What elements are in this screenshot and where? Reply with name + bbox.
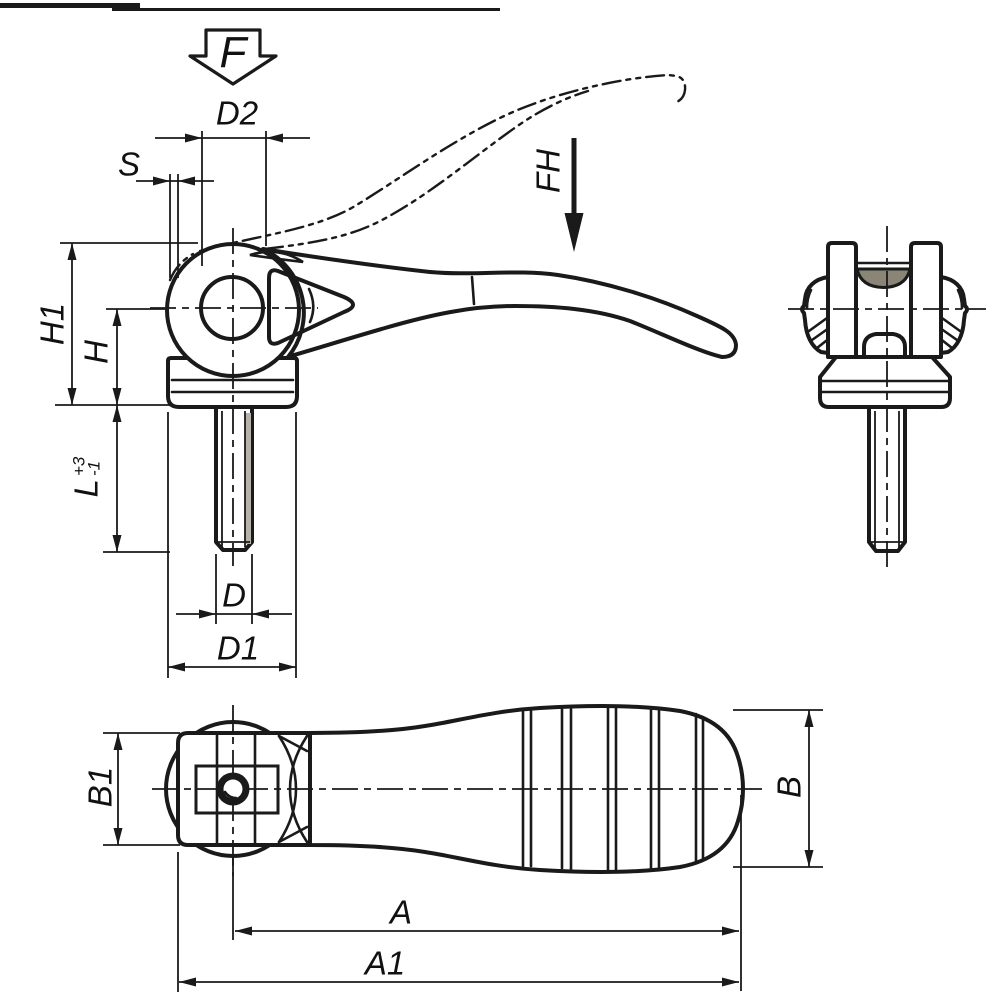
dimension-h bbox=[106, 308, 165, 405]
lever-section bbox=[855, 267, 912, 290]
thread-shading bbox=[245, 413, 251, 544]
label-a: A bbox=[389, 893, 413, 931]
threaded-stud-side bbox=[214, 405, 254, 552]
cam-ear-right bbox=[936, 275, 969, 355]
threaded-stud-front bbox=[867, 405, 907, 553]
stud-boss bbox=[862, 332, 907, 359]
dimension-a1 bbox=[177, 852, 739, 992]
cutout-inner-line bbox=[307, 287, 315, 324]
dimension-s bbox=[136, 174, 214, 278]
handle-tick-mark bbox=[470, 275, 476, 306]
label-h: H bbox=[77, 340, 115, 364]
label-h1: H1 bbox=[33, 302, 71, 346]
front-view bbox=[788, 226, 986, 568]
label-l-tolerance: +3-1 bbox=[70, 457, 104, 477]
label-b: B bbox=[770, 775, 808, 799]
handle-force-arrow bbox=[564, 138, 584, 252]
label-force: F bbox=[219, 28, 247, 77]
phantom-raised-lever bbox=[168, 73, 687, 282]
dimension-d2 bbox=[155, 131, 310, 266]
side-view-dimensions bbox=[55, 28, 584, 678]
dimension-a bbox=[232, 795, 742, 991]
dimension-l bbox=[103, 405, 170, 553]
dimension-b1 bbox=[103, 732, 180, 846]
force-arrow bbox=[188, 28, 278, 86]
dimension-d bbox=[176, 554, 292, 624]
stud-hole-top bbox=[216, 772, 250, 806]
fork-plate-right bbox=[909, 241, 943, 359]
label-s: S bbox=[117, 145, 141, 183]
dimension-h1 bbox=[55, 242, 198, 406]
side-view bbox=[150, 73, 738, 566]
dimension-b bbox=[733, 709, 823, 868]
page-border-artifact bbox=[0, 3, 500, 11]
fork-plate-left bbox=[826, 241, 858, 359]
label-d: D bbox=[222, 576, 246, 614]
lever-handle-side bbox=[261, 247, 738, 359]
cam-lever-junction-line bbox=[249, 250, 304, 264]
label-l-with-tolerance: L +3-1 bbox=[67, 457, 105, 498]
washer-front bbox=[818, 355, 952, 409]
label-l: L bbox=[67, 479, 105, 498]
label-a1: A1 bbox=[364, 944, 406, 982]
dimension-d1 bbox=[167, 412, 297, 678]
lever-cutout bbox=[267, 268, 355, 346]
top-view-dimensions bbox=[103, 709, 823, 992]
label-l-tol-lower: -1 bbox=[84, 460, 104, 477]
top-view bbox=[152, 704, 762, 876]
label-fh: FH bbox=[529, 149, 567, 193]
label-d2: D2 bbox=[215, 94, 259, 132]
label-b1: B1 bbox=[81, 766, 119, 808]
label-d1: D1 bbox=[216, 629, 260, 667]
